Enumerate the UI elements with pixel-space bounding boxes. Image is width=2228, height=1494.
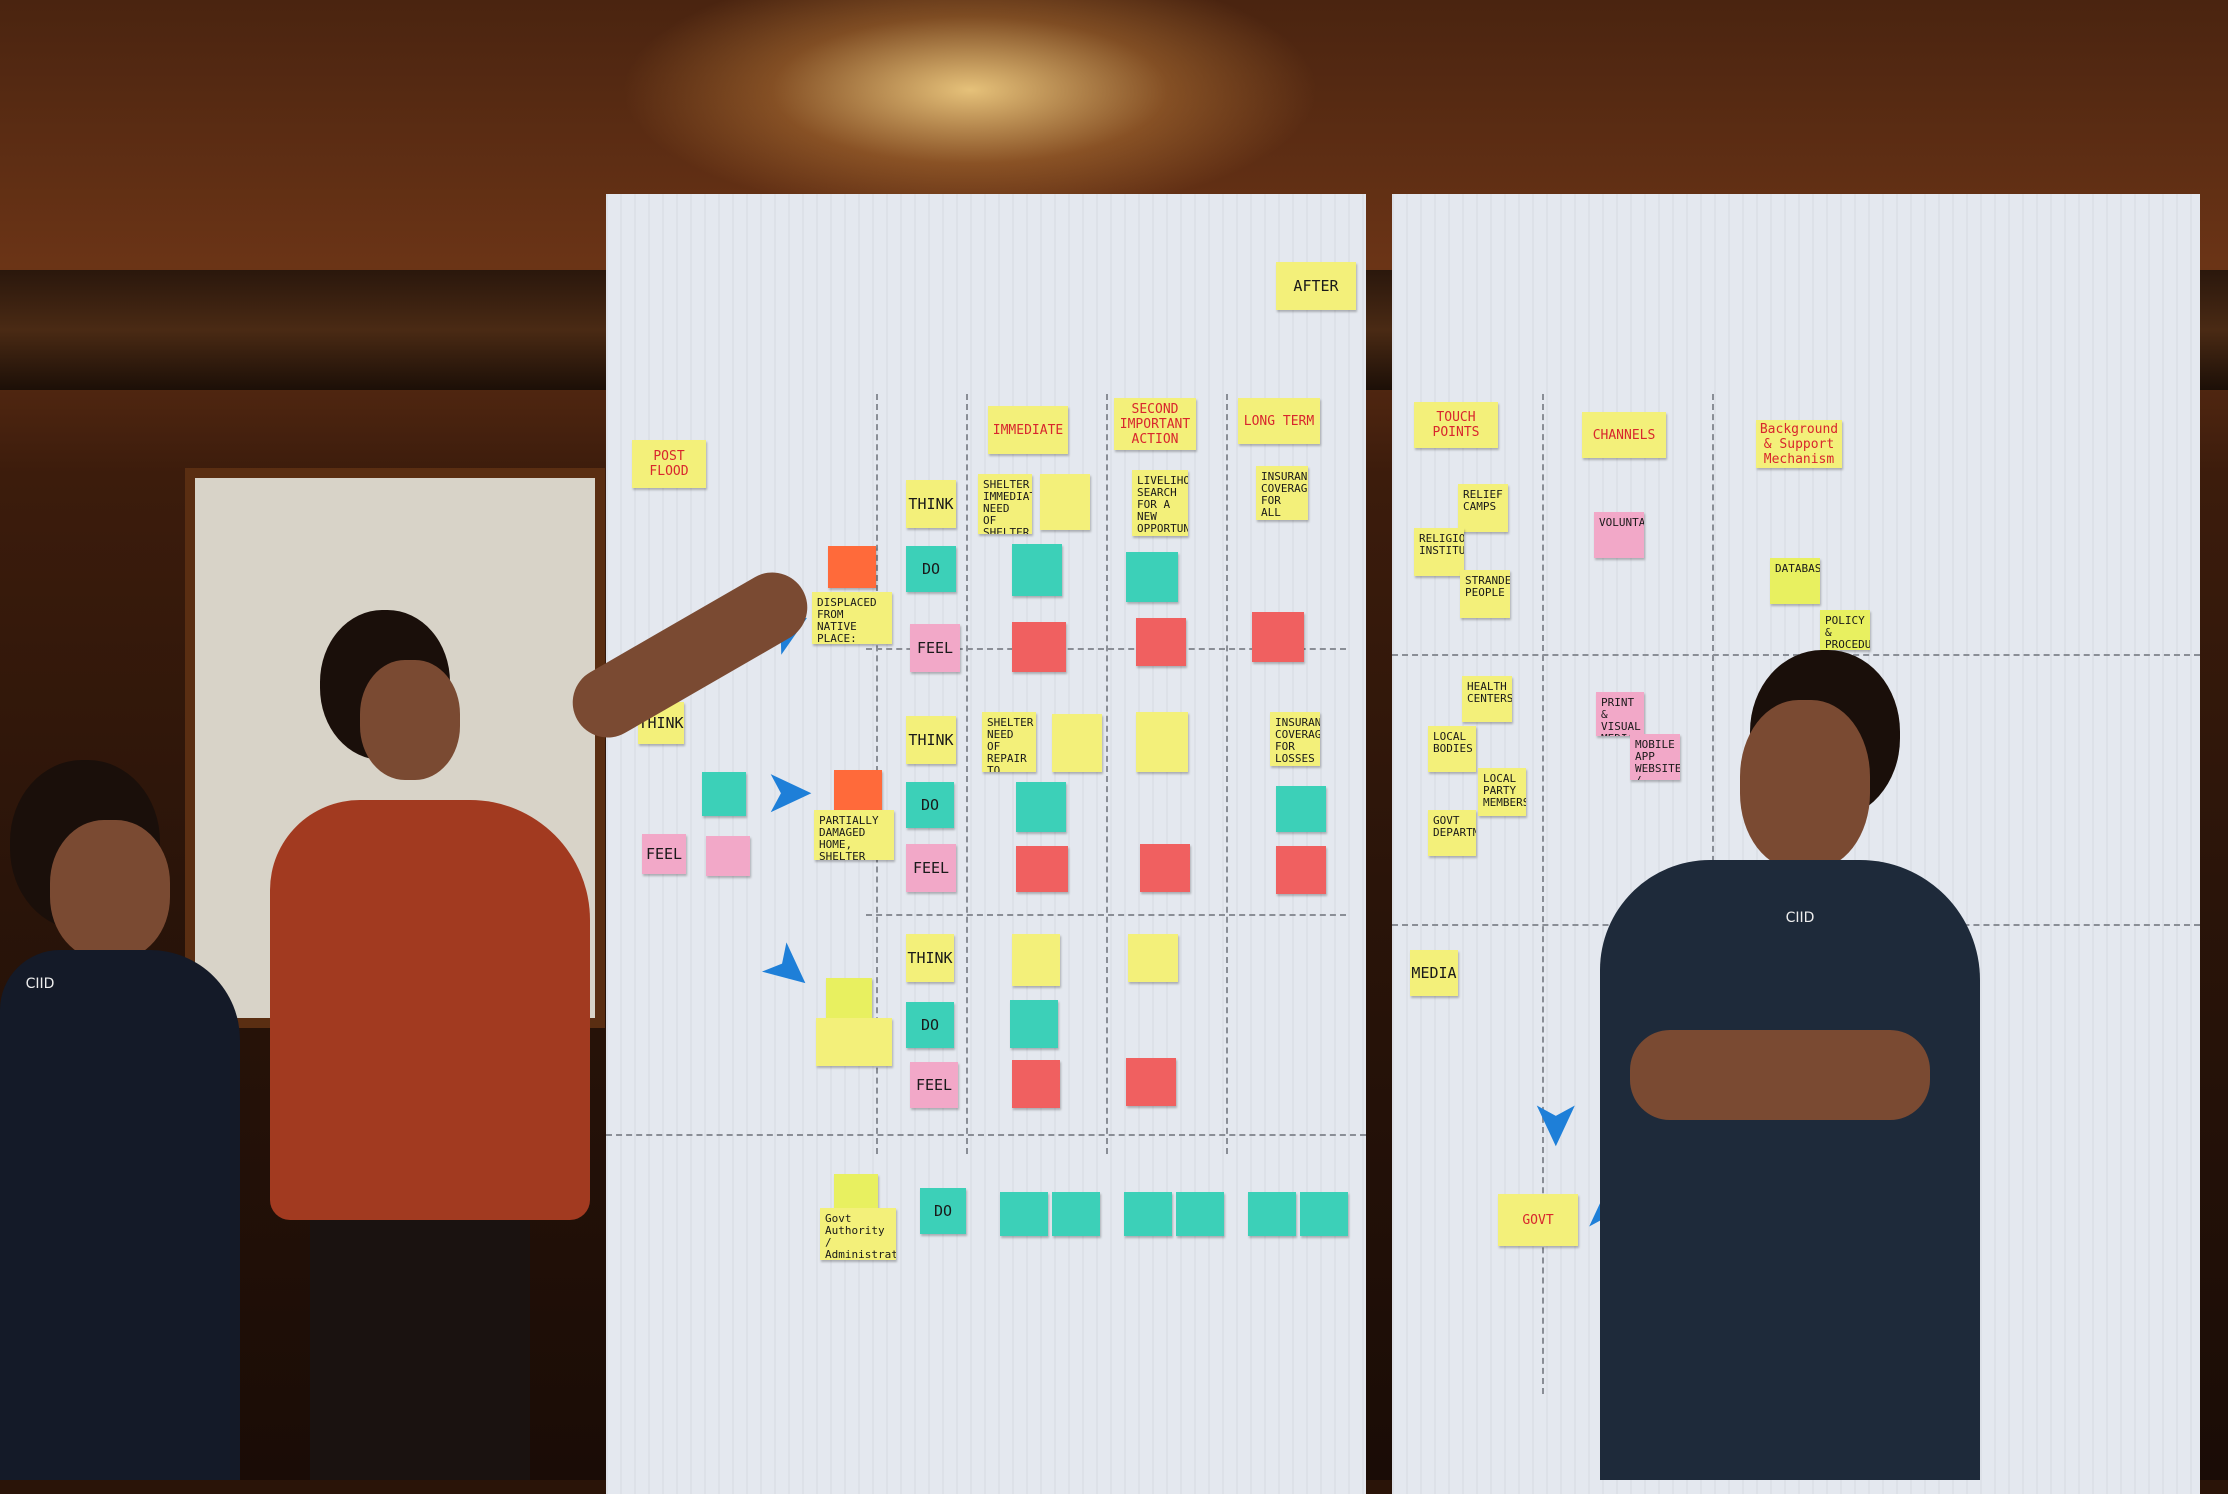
media-note: MEDIA: [1410, 950, 1458, 996]
sticky-note: [1248, 1192, 1296, 1236]
left-whiteboard: AFTER POST FLOOD IMMEDIATE SECOND IMPORT…: [606, 194, 1366, 1494]
do-note: DO: [906, 1002, 954, 1048]
do-note: DO: [906, 546, 956, 592]
grid-line: [866, 648, 1346, 650]
sticky-note: [1012, 934, 1060, 986]
sticky-note: [1126, 1058, 1176, 1106]
think-note: THINK: [906, 480, 956, 528]
stranded-people-note: STRANDED PEOPLE: [1460, 570, 1510, 618]
livelihood-note: LIVELIHOOD SEARCH FOR A NEW OPPORTUNITY: [1132, 470, 1188, 536]
displaced-note: DISPLACED FROM NATIVE PLACE: LOST THEIR …: [812, 592, 892, 644]
sticky-note: [1128, 934, 1178, 982]
grid-line: [966, 394, 968, 1154]
sticky-note: [1010, 1000, 1058, 1048]
blue-arrow: ➤: [1522, 1098, 1593, 1150]
local-party-note: LOCAL PARTY MEMBERS: [1478, 768, 1526, 816]
do-note-bottom: DO: [920, 1188, 966, 1234]
heart-drawing-note: [1012, 622, 1066, 672]
dark-shirt: [1600, 860, 1980, 1480]
face: [360, 660, 460, 780]
sticky-note: [1176, 1192, 1224, 1236]
relief-camps-note: RELIEF CAMPS: [1458, 484, 1508, 532]
crossed-arms: [1630, 1030, 1930, 1120]
voluntary-note: VOLUNTARY: [1594, 512, 1644, 558]
grid-line: [606, 1134, 1366, 1136]
lanyard-badge: CIID: [25, 976, 55, 992]
grid-line: [1226, 394, 1228, 1154]
sticky-note: [1012, 1060, 1060, 1108]
print-media-note: PRINT & VISUAL MEDIA: [1596, 692, 1644, 736]
grid-line: [1106, 394, 1108, 1154]
lanyard-badge: CIID: [1785, 910, 1815, 926]
shelter-note: SHELTER IMMEDIATE NEED OF SHELTER: [978, 474, 1032, 534]
dark-shirt: [0, 950, 240, 1480]
sticky-note: [816, 1018, 892, 1066]
do-note: DO: [906, 782, 954, 828]
sticky-note: [1136, 712, 1188, 772]
partially-note: PARTIALLY DAMAGED HOME, SHELTER AND LOST…: [814, 810, 894, 860]
observer-left: CIID: [0, 760, 250, 1480]
after-note: AFTER: [1276, 262, 1356, 310]
sticky-note: [1040, 474, 1090, 530]
feel-note: FEEL: [906, 844, 956, 892]
sticky-note: [1124, 1192, 1172, 1236]
red-shirt: [270, 800, 590, 1220]
face: [50, 820, 170, 960]
govt-note: [834, 1174, 878, 1210]
sticky-note: [1276, 786, 1326, 832]
least-affected-note: [826, 978, 872, 1018]
sticky-note: [1052, 1192, 1100, 1236]
header-channels: CHANNELS: [1582, 412, 1666, 458]
partially-affected-note: [834, 770, 882, 810]
think-note: THINK: [906, 716, 956, 764]
sticky-note: [1016, 846, 1068, 892]
health-centers-note: HEALTH CENTERS: [1462, 676, 1512, 722]
local-bodies-note: LOCAL BODIES: [1428, 726, 1476, 772]
face: [1740, 700, 1870, 870]
mobile-app-note: MOBILE APP WEBSITE / HELPLINE: [1630, 734, 1680, 780]
sticky-note: [1016, 782, 1066, 832]
feel-note: FEEL: [910, 1062, 958, 1108]
post-flood-note: POST FLOOD: [632, 440, 706, 488]
header-touch-points: TOUCH POINTS: [1414, 402, 1498, 448]
header-support: Background & Support Mechanism: [1756, 420, 1842, 468]
database-note: DATABASE: [1770, 558, 1820, 604]
grid-line: [866, 914, 1346, 916]
sticky-note: [1012, 544, 1062, 596]
insurance-note: INSURANCE COVERAGE FOR ALL LOSSES: [1256, 466, 1308, 520]
sticky-note: [1300, 1192, 1348, 1236]
sticky-note: [1136, 618, 1186, 666]
blue-arrow: ➤: [764, 757, 815, 827]
religious-institution-note: RELIGIOUS INSTITUTION: [1414, 528, 1464, 576]
trousers: [310, 1220, 530, 1480]
govt-do-note: Govt Authority / Administration & Addres…: [820, 1208, 896, 1260]
observer-right: CIID: [1590, 650, 1980, 1480]
header-second-action: SECOND IMPORTANT ACTION: [1114, 398, 1196, 450]
insurance-note: INSURANCE COVERAGE FOR LOSSES: [1270, 712, 1320, 766]
ceiling-light-glow: [620, 0, 1320, 220]
severely-affected-note: [828, 546, 876, 588]
sticky-note: [1000, 1192, 1048, 1236]
sticky-note: [1052, 714, 1102, 772]
sticky-note: [1140, 844, 1190, 892]
govt-note: GOVT: [1498, 1194, 1578, 1246]
sticky-note: [1126, 552, 1178, 602]
feel-note: FEEL: [910, 624, 960, 672]
grid-line: [1542, 394, 1544, 1394]
shelter-note: SHELTER NEED OF REPAIR TO THEIR DAMAGES: [982, 712, 1036, 772]
feel-note-side: FEEL: [642, 834, 686, 874]
sticky-note: [1252, 612, 1304, 662]
header-long-term: LONG TERM: [1238, 398, 1320, 444]
govt-department-note: GOVT DEPARTMENT: [1428, 810, 1476, 856]
sticky-note: [706, 836, 750, 876]
header-immediate: IMMEDIATE: [988, 406, 1068, 454]
sticky-note: [702, 772, 746, 816]
blue-arrow: ➤: [747, 925, 831, 1011]
policy-note: POLICY & PROCEDURE: [1820, 610, 1870, 650]
presenter: [270, 600, 630, 1480]
think-note: THINK: [906, 934, 954, 982]
sticky-note: [1276, 846, 1326, 894]
